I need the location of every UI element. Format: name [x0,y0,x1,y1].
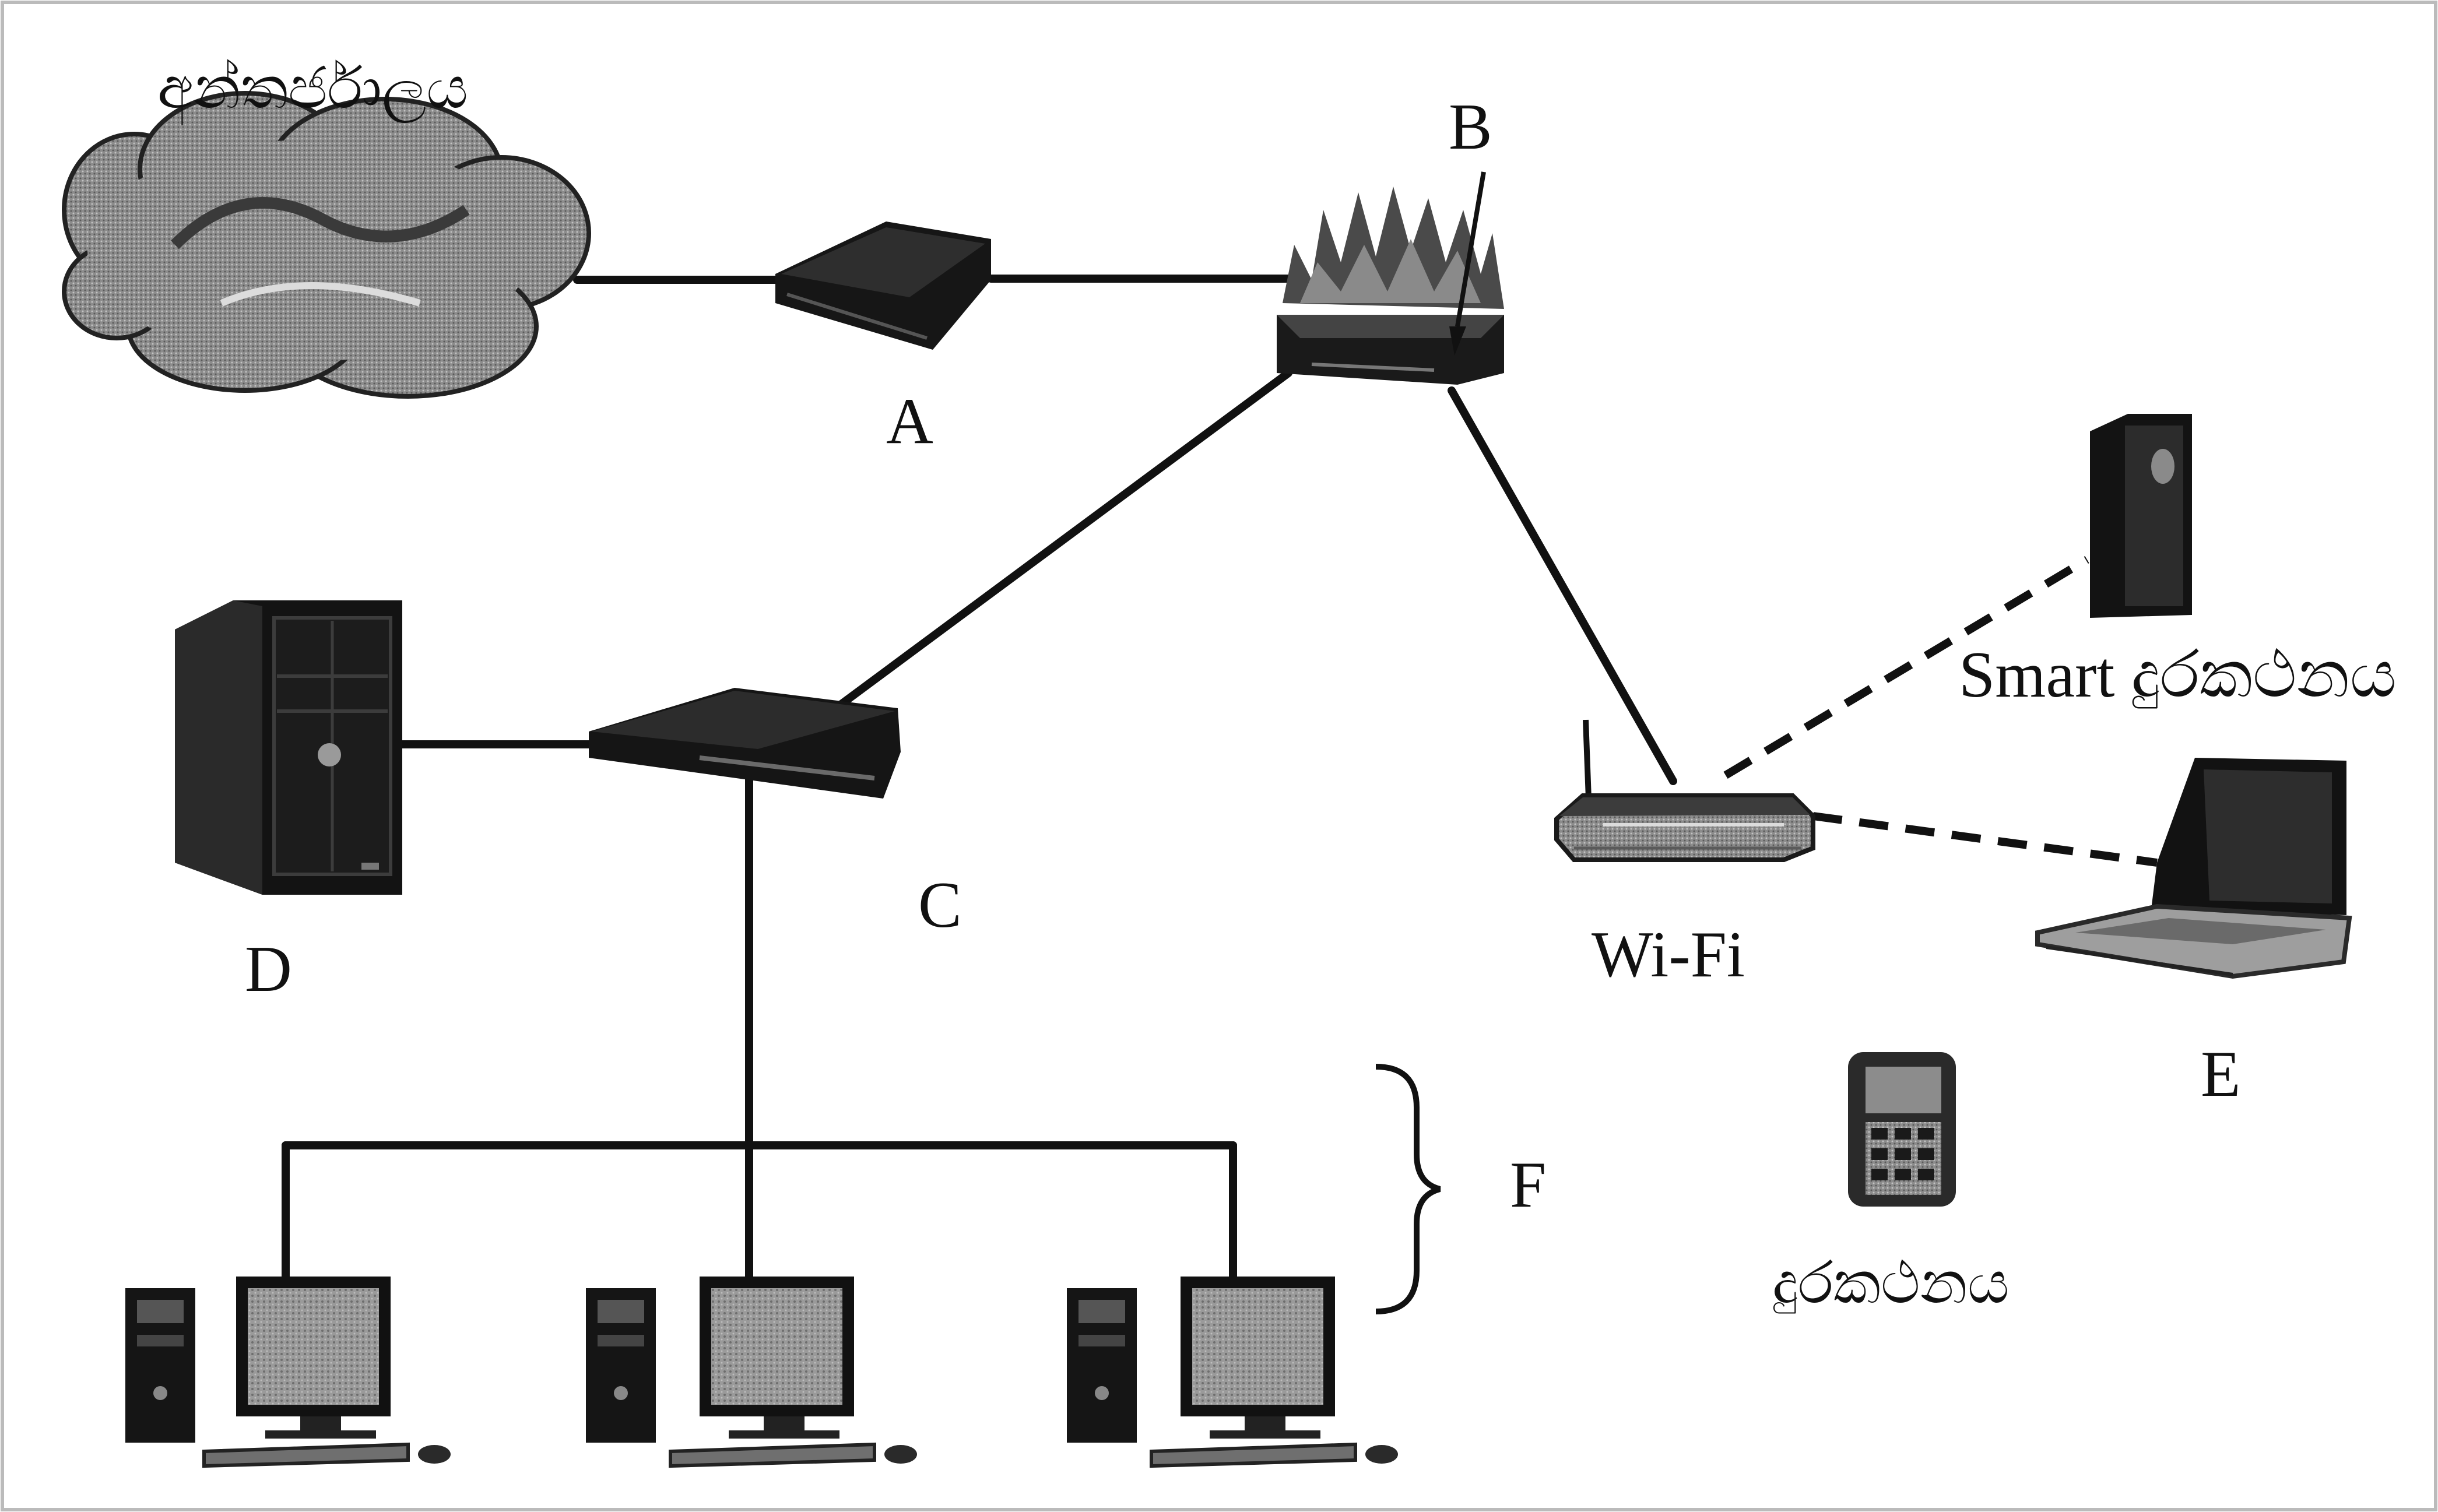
desktop-computer-icon [125,1277,1398,1468]
label-internet: අන්තර්ජාලය [157,54,468,126]
label-f: F [1510,1149,1546,1221]
mobile-phone-icon [1848,1052,1956,1207]
label-smartphone: Smart දුරකථනය [1959,639,2397,711]
label-phone: දුරකථනය [1772,1249,2010,1317]
modem-icon [775,221,991,350]
wired-links [282,275,1677,1281]
label-b-arrow [1449,171,1486,356]
wireless-link-laptop [1812,812,2158,867]
label-e: E [2201,1038,2240,1110]
switch-icon [589,688,901,799]
brace-f [1375,1064,1441,1314]
cloud-icon [62,91,591,399]
laptop-icon [2035,758,2352,979]
link-b-to-wifi [1448,386,1677,785]
workstation-1 [125,1277,451,1468]
label-b: B [1449,91,1492,163]
workstation-2 [586,1277,917,1468]
wireless-links [1723,555,2158,867]
label-a: A [886,385,933,458]
label-d: D [245,933,292,1005]
workstation-3 [1067,1277,1398,1468]
firewall-icon [1277,187,1504,385]
link-b-to-c [812,369,1292,727]
server-tower-icon [175,600,402,895]
label-wifi: Wi-Fi [1592,919,1745,991]
label-c: C [918,869,962,941]
wireless-link-smartphone [1723,555,2089,779]
smartphone-icon [2090,414,2192,618]
wireless-router-icon [1554,719,1815,862]
